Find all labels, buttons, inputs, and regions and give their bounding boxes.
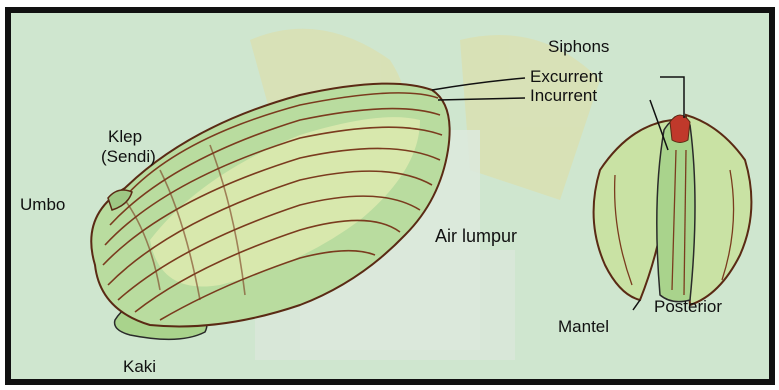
label-sendi: (Sendi) xyxy=(101,147,156,166)
label-klep: Klep xyxy=(108,127,142,146)
label-air-lumpur: Air lumpur xyxy=(435,226,517,246)
label-excurrent: Excurrent xyxy=(530,67,603,86)
siphon-tip xyxy=(670,115,690,143)
label-mantel: Mantel xyxy=(558,317,609,336)
label-siphons: Siphons xyxy=(548,37,609,56)
label-incurrent: Incurrent xyxy=(530,86,597,105)
label-umbo: Umbo xyxy=(20,195,65,214)
label-posterior: Posterior xyxy=(654,297,722,316)
mantel-shape xyxy=(657,119,695,302)
label-kaki: Kaki xyxy=(123,357,156,376)
